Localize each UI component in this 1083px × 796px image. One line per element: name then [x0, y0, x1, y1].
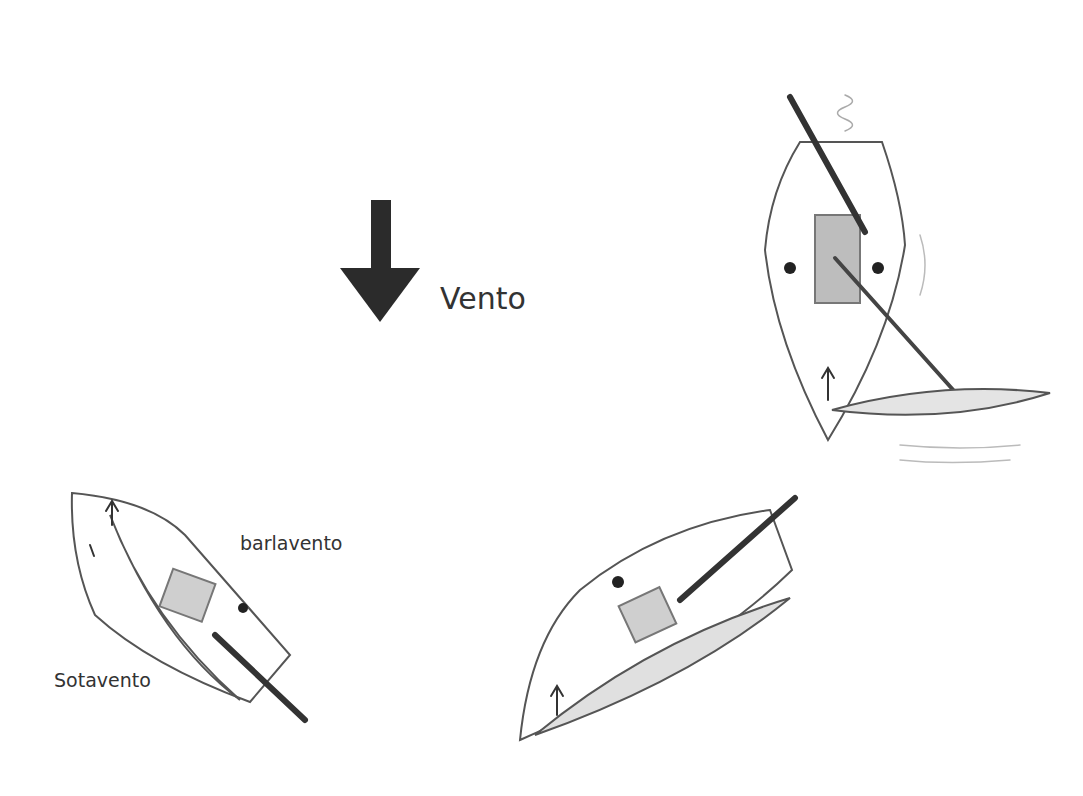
boat-reaching	[520, 498, 795, 740]
side-label: barlavento	[240, 533, 343, 554]
boat-head-to-wind	[765, 95, 1050, 463]
wind-arrow	[340, 200, 420, 322]
wind-label: Vento	[440, 282, 526, 315]
side-label: Sotavento	[54, 670, 151, 691]
